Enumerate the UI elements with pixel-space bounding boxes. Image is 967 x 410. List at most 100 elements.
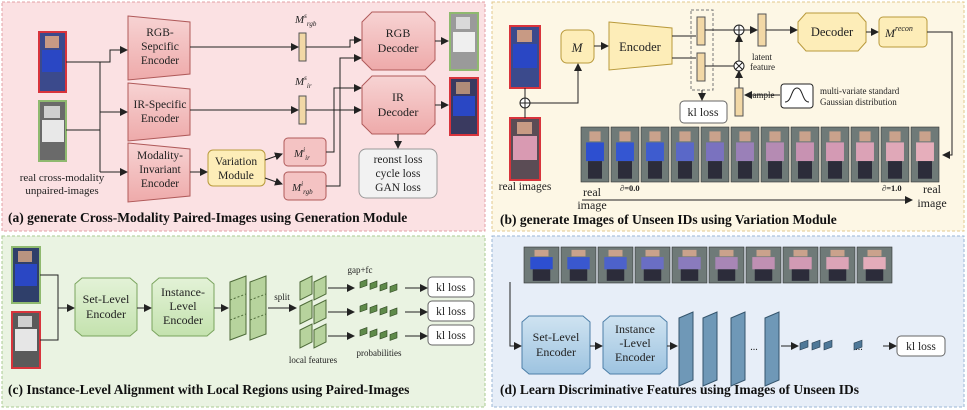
mi-encoder-label-2: Invariant (139, 164, 181, 176)
strip-d-frame-1 (523, 246, 560, 284)
modality-invariant-encoder (127, 142, 191, 203)
kl-loss-box-1 (427, 276, 475, 298)
feature-maps-ellipsis: ... (750, 342, 758, 353)
panel-c-rgb-image (11, 246, 41, 304)
kl-loss-label-3: kl loss (436, 330, 466, 342)
prob-cell-0-2 (379, 282, 388, 292)
mult-op-x (735, 62, 743, 70)
prob-cell-2-3 (389, 331, 398, 341)
real-image-left-label-2: image (577, 198, 606, 212)
strip-b-frame-7 (760, 126, 790, 183)
real-images-label-2: unpaired-images (25, 185, 98, 197)
arrow-d-strip-to-encoder (509, 300, 522, 350)
arrow-to-m (530, 63, 582, 104)
panel-d-inst-encoder-label-3: Encoder (615, 350, 655, 364)
kl-loss-box-2 (427, 300, 475, 322)
panel-a: real cross-modality unpaired-images RGB-… (8, 11, 479, 225)
losses-box (358, 148, 438, 199)
prob-cell-2-2 (379, 330, 388, 340)
concat-plus (520, 98, 530, 108)
strip-d-frame-4 (634, 246, 671, 284)
mu-bar (696, 16, 706, 46)
real-images-label-1: real cross-modality (20, 172, 105, 184)
m-recon-label: Mrecon (884, 24, 913, 40)
interpolation-image-strip (580, 126, 940, 183)
arrow-rgb-to-rgb-encoder (66, 46, 128, 63)
rgb-decoder-label-1: RGB (386, 26, 411, 40)
strip-b-frame-9 (820, 126, 850, 183)
strip-b-frame-6 (730, 126, 760, 183)
panel-d-kl-loss-label: kl loss (906, 341, 936, 353)
strip-d-frame-7 (745, 246, 782, 284)
vectors-ellipsis: ... (855, 342, 863, 353)
mi-encoder-label-1: Modality- (137, 150, 183, 162)
arrow-m-i-rgb-to-rgb-decoder (326, 54, 362, 187)
panel-c-feature-maps (229, 275, 267, 341)
panel-c-set-encoder-label-1: Set-Level (83, 292, 130, 306)
strip-d-frame-5 (671, 246, 708, 284)
panel-b-kl-loss-box (679, 100, 728, 124)
arrow-c-images-to-encoder (40, 274, 75, 312)
panel-c: Set-Level Encoder Instance- Level Encode… (8, 246, 475, 397)
real-rgb-image (38, 31, 67, 93)
probability-vectors (359, 279, 398, 341)
ir-decoder (361, 75, 436, 135)
gaussian-box (780, 83, 814, 109)
arrow-mrecon-to-strip (927, 31, 953, 159)
feature-bar-ir (298, 95, 307, 125)
m-s-ir-label: Msir (294, 74, 312, 90)
panel-d-kl-loss-box (896, 335, 946, 357)
panel-d: Set-Level Encoder Instance -Level Encode… (500, 246, 946, 397)
strip-d-frame-6 (708, 246, 745, 284)
latent-feature-label-1: latent (752, 52, 772, 62)
prob-cell-1-2 (379, 306, 388, 316)
reconst-loss-label: reonst loss (374, 154, 423, 166)
panel-d-inst-encoder-label-2: -Level (619, 336, 651, 350)
panel-d-set-encoder-label-2: Encoder (536, 345, 576, 359)
ir-encoder-label-1: IR-Specific (133, 99, 186, 111)
ir-specific-encoder (127, 82, 191, 142)
panel-c-set-level-encoder (74, 277, 138, 337)
vector-cell-0 (799, 339, 809, 351)
panel-d-set-encoder-label-1: Set-Level (533, 330, 580, 344)
prob-cell-2-1 (369, 328, 378, 338)
prob-cell-1-0 (359, 303, 368, 313)
real-image-right-label-1: real (923, 182, 942, 196)
rgb-decoder (361, 11, 436, 71)
strip-d-frame-8 (782, 246, 819, 284)
local-features (299, 275, 327, 349)
strip-d-frame-2 (560, 246, 597, 284)
kl-loss-label-2: kl loss (436, 306, 466, 318)
m-s-rgb-label: Msrgb (294, 12, 317, 28)
strip-b-frame-10 (850, 126, 880, 183)
gap-fc-label: gap+fc (347, 265, 372, 275)
gaussian-label-1: multi-variate standard (820, 86, 900, 96)
generated-rgb-image (449, 77, 479, 136)
variation-module (207, 149, 266, 187)
rgb-specific-encoder (127, 15, 191, 81)
panel-b-encoder (608, 21, 673, 71)
sample-bar (734, 87, 744, 117)
arrow-rgb-to-rgb-decoder (306, 36, 362, 48)
panel-a-caption: (a) generate Cross-Modality Paired-Image… (8, 210, 407, 225)
strip-d-frame-3 (597, 246, 634, 284)
arrow-to-m-i-rgb (264, 177, 283, 186)
prob-cell-0-3 (389, 283, 398, 293)
arrow-to-m-i-ir (264, 152, 283, 161)
vector-cell-3 (853, 339, 863, 351)
panel-d-inst-encoder-label-1: Instance (615, 322, 655, 336)
strip-b-frame-4 (670, 126, 700, 183)
vector-cell-2 (823, 339, 833, 351)
prob-cell-0-1 (369, 280, 378, 290)
panel-c-inst-encoder-label-2: Level (169, 299, 197, 313)
real-image-left-label-1: real (583, 185, 602, 199)
panel-b-kl-loss-label: kl loss (687, 105, 718, 119)
strip-b-frame-2 (610, 126, 640, 183)
cycle-loss-label: cycle loss (375, 168, 421, 180)
m-i-rgb-label: Mirgb (291, 180, 313, 196)
panel-d-instance-level-encoder (602, 315, 668, 375)
panel-c-ir-image (11, 311, 41, 369)
delta-end-label: ∂=1.0 (882, 183, 902, 193)
m-box-label: M (571, 40, 584, 55)
